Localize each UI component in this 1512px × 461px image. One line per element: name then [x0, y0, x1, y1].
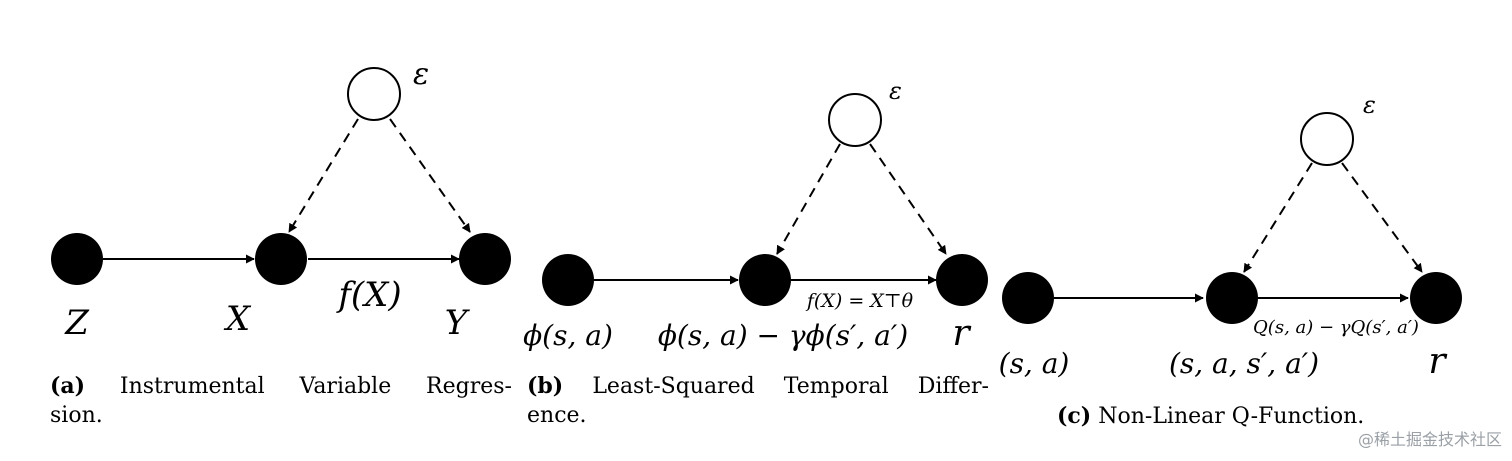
- panel-b: ε ϕ(s, a) ϕ(s, a) − γϕ(s′, a′) r f(X) = …: [523, 77, 988, 354]
- panel-c: ε (s, a) (s, a, s′, a′) r Q(s, a) − γQ(s…: [999, 91, 1462, 382]
- edge-label-linear: f(X) = X⊤θ: [805, 290, 914, 312]
- edge-noise-to-sasa: [1243, 162, 1313, 273]
- caption-c: (c) Non-Linear Q-Function.: [1057, 402, 1477, 431]
- label-noise: ε: [1363, 91, 1376, 119]
- panel-a: ε Z X Y f(X): [51, 57, 511, 343]
- caption-a-line2: sion.: [50, 403, 103, 428]
- label-noise: ε: [889, 77, 902, 105]
- label-r: r: [952, 313, 971, 354]
- label-sasa: (s, a, s′, a′): [1169, 347, 1319, 380]
- edge-label-f: f(X): [335, 275, 401, 315]
- label-phi: ϕ(s, a): [523, 319, 613, 352]
- edge-noise-to-diff: [776, 143, 841, 255]
- caption-b-line1: (b) Least-Squared Temporal Differ-: [527, 373, 989, 399]
- caption-a: (a) Instrumental Variable Regres- sion.: [50, 372, 512, 430]
- label-sa: (s, a): [999, 347, 1070, 380]
- node-diff: [739, 254, 791, 306]
- caption-b-tag: (b): [527, 373, 564, 399]
- label-r: r: [1428, 341, 1447, 382]
- label-diff: ϕ(s, a) − γϕ(s′, a′): [658, 319, 908, 352]
- caption-a-line1: (a) Instrumental Variable Regres-: [50, 373, 512, 399]
- caption-b-line2: ence.: [527, 403, 587, 428]
- caption-c-line1: Non-Linear Q-Function.: [1098, 404, 1365, 429]
- edge-noise-to-r: [1341, 162, 1423, 273]
- caption-a-tag: (a): [50, 373, 86, 399]
- label-y: Y: [445, 303, 471, 343]
- node-z: [51, 233, 103, 285]
- caption-c-tag: (c): [1057, 403, 1092, 429]
- node-y: [459, 233, 511, 285]
- label-z: Z: [64, 303, 90, 343]
- label-x: X: [223, 299, 252, 339]
- node-sa: [1002, 272, 1054, 324]
- edge-label-q: Q(s, a) − γQ(s′, a′): [1253, 317, 1419, 338]
- edge-noise-to-r: [869, 143, 947, 255]
- node-x: [255, 233, 307, 285]
- node-phi: [542, 254, 594, 306]
- node-r: [1410, 272, 1462, 324]
- caption-b: (b) Least-Squared Temporal Differ- ence.: [527, 372, 989, 430]
- node-noise: [1300, 112, 1354, 166]
- edge-noise-to-y: [389, 118, 471, 233]
- edge-noise-to-x: [288, 118, 359, 233]
- label-noise: ε: [413, 57, 429, 92]
- node-sasa: [1206, 272, 1258, 324]
- node-r: [936, 254, 988, 306]
- node-noise: [347, 67, 401, 121]
- watermark: @稀土掘金技术社区: [1357, 430, 1502, 449]
- node-noise: [828, 93, 882, 147]
